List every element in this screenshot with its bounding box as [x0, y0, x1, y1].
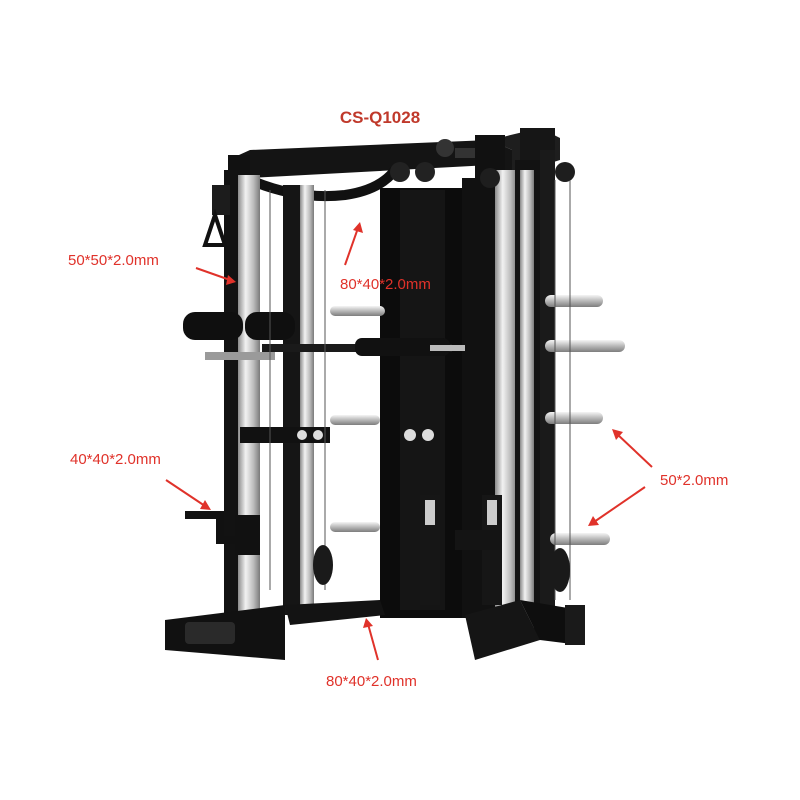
model-title: CS-Q1028	[339, 108, 421, 127]
weight-horns	[240, 295, 625, 545]
center-column	[380, 188, 465, 618]
base-frame	[165, 600, 585, 660]
arrow-horn-lower	[593, 486, 646, 523]
left-rear-uprights	[283, 185, 314, 615]
smith-bar	[183, 312, 465, 360]
dimension-side-tube: 40*40*2.0mm	[70, 451, 161, 468]
arrow-side-tube	[165, 479, 206, 507]
arrow-horn-upper	[616, 433, 653, 468]
lower-stack	[420, 495, 502, 605]
dimension-base-beam: 80*40*2.0mm	[326, 673, 417, 690]
annotation-arrows	[165, 222, 653, 661]
dimension-upright-tube: 50*50*2.0mm	[68, 252, 159, 269]
cables	[269, 180, 571, 600]
arrow-base-beam	[367, 623, 379, 661]
dip-handle	[185, 511, 260, 555]
arrow-upright	[195, 267, 231, 281]
dimension-top-beam: 80*40*2.0mm	[340, 276, 431, 293]
right-frame	[462, 150, 575, 640]
left-pulley-handle	[202, 185, 230, 247]
arrow-top-beam	[344, 227, 359, 266]
dimension-weight-horn: 50*2.0mm	[660, 472, 729, 489]
